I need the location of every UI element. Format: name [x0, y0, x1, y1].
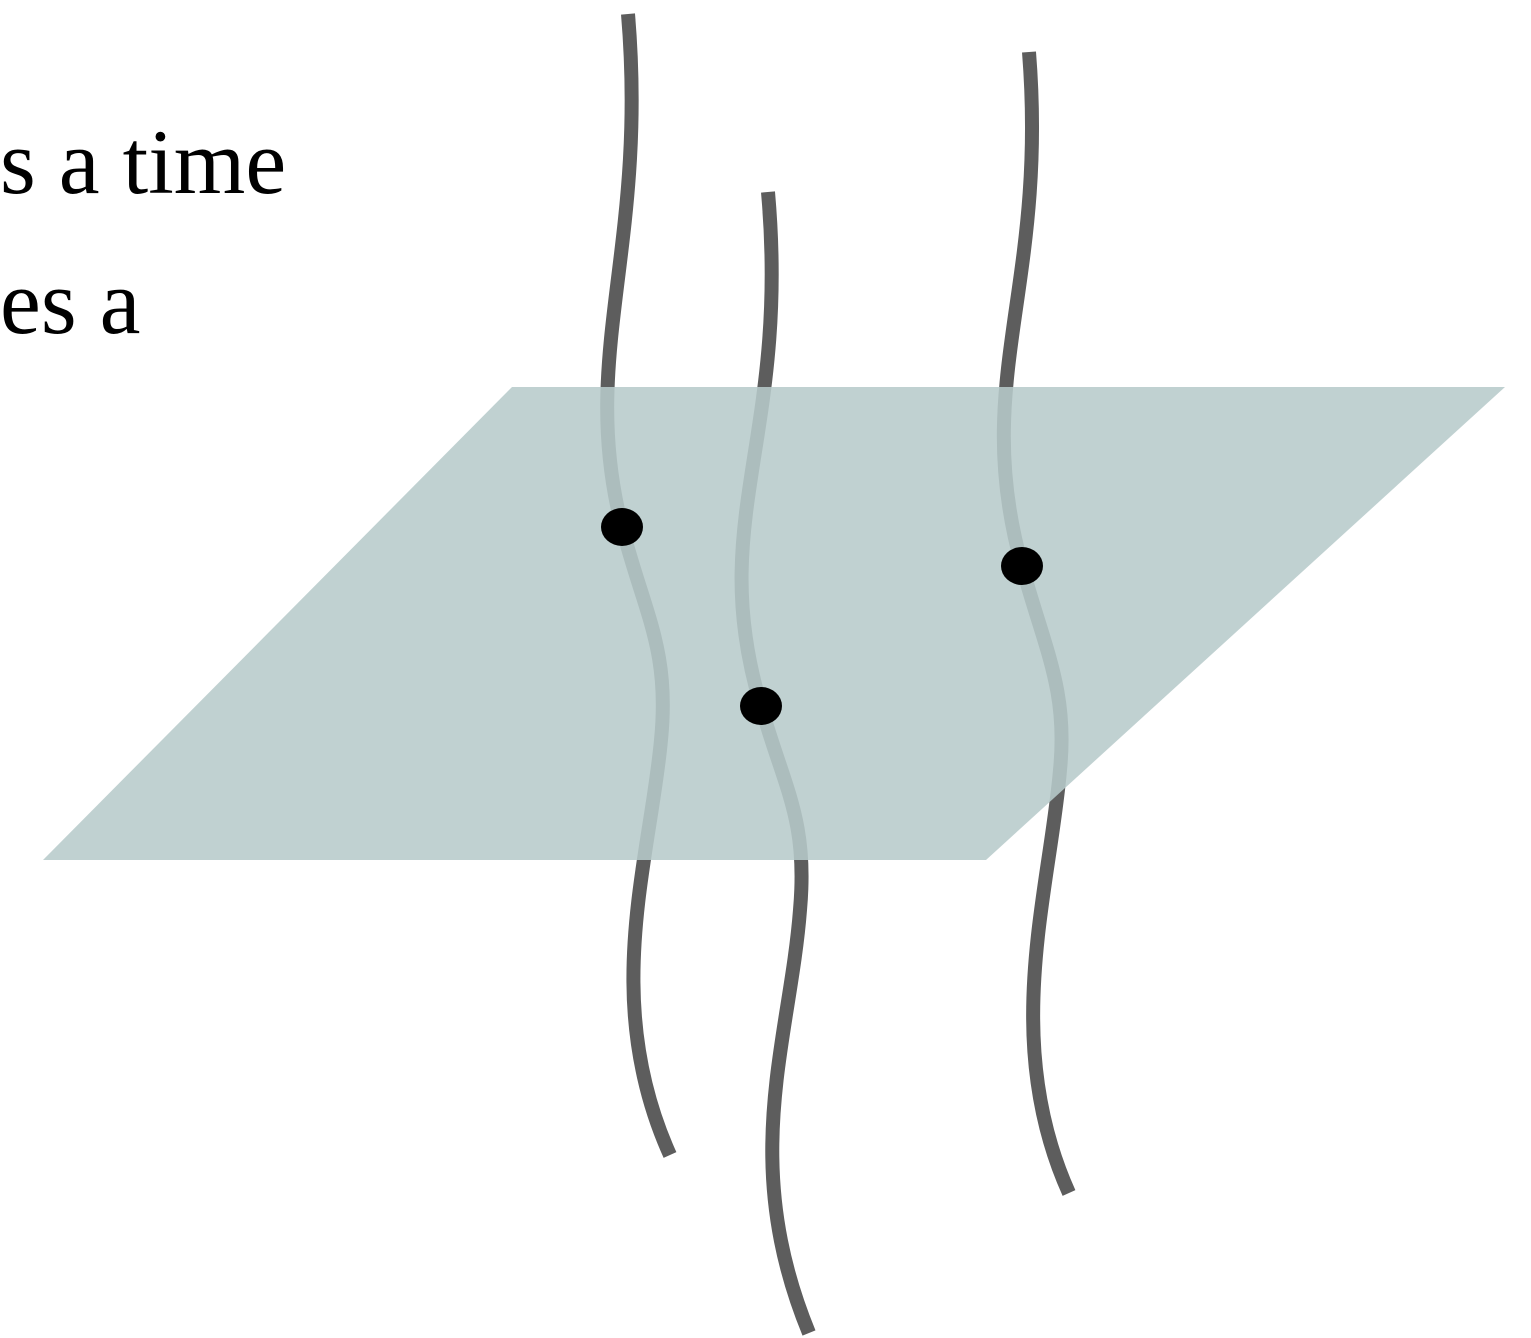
- event-point-3: [1001, 547, 1043, 585]
- caption-line-2: es a: [0, 251, 141, 353]
- caption-line-1: s a time: [0, 111, 287, 213]
- simultaneity-plane: [43, 387, 1505, 860]
- event-point-2: [740, 687, 782, 725]
- event-point-1: [601, 508, 643, 546]
